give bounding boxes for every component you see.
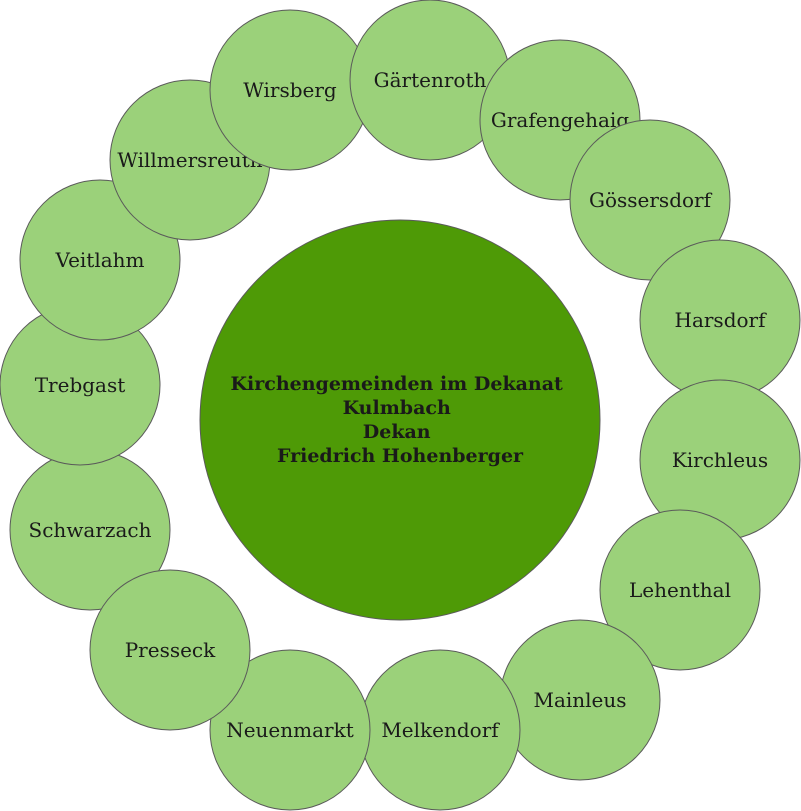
parish-label: Gärtenroth <box>374 68 487 92</box>
parish-label: Trebgast <box>35 373 126 397</box>
parish-node-harsdorf: Harsdorf <box>639 239 801 401</box>
parish-node-mainleus: Mainleus <box>499 619 661 781</box>
parish-node-gaertenroth: Gärtenroth <box>349 0 511 161</box>
parish-circle <box>209 649 371 811</box>
center-circle <box>199 219 601 621</box>
center-line-kulmbach: Kulmbach <box>343 397 451 419</box>
parish-node-goessersdorf: Gössersdorf <box>569 119 731 281</box>
parish-node-trebgast: Trebgast <box>0 304 161 466</box>
parish-circle <box>599 509 761 671</box>
parish-node-schwarzach: Schwarzach <box>9 449 171 611</box>
parish-label: Gössersdorf <box>589 188 713 212</box>
center-node: Kirchengemeinden im Dekanat Kulmbach Dek… <box>199 219 601 621</box>
parish-circle <box>89 569 251 731</box>
parish-node-presseck: Presseck <box>89 569 251 731</box>
center-line-name: Friedrich Hohenberger <box>277 445 524 467</box>
parish-label: Willmersreuth <box>117 148 262 172</box>
parish-label: Mainleus <box>533 688 626 712</box>
parish-label: Schwarzach <box>29 518 152 542</box>
parish-label: Lehenthal <box>629 578 731 602</box>
parish-label: Presseck <box>125 638 216 662</box>
parish-node-neuenmarkt: Neuenmarkt <box>209 649 371 811</box>
parish-label: Harsdorf <box>675 308 768 332</box>
parish-label: Melkendorf <box>381 718 500 742</box>
parish-node-wirsberg: Wirsberg <box>209 9 371 171</box>
parish-label: Neuenmarkt <box>226 718 354 742</box>
parish-label: Kirchleus <box>672 448 768 472</box>
parish-label: Grafengehaig <box>491 108 629 132</box>
center-line-dekan: Dekan <box>363 421 431 443</box>
parish-label: Veitlahm <box>54 248 144 272</box>
parish-node-melkendorf: Melkendorf <box>359 649 521 811</box>
center-line-dekanat: Kirchengemeinden im Dekanat <box>231 373 564 395</box>
parish-label: Wirsberg <box>243 78 337 102</box>
parish-node-lehenthal: Lehenthal <box>599 509 761 671</box>
parish-circle <box>569 119 731 281</box>
center-title: Kirchengemeinden im Dekanat Kulmbach Dek… <box>231 373 570 467</box>
